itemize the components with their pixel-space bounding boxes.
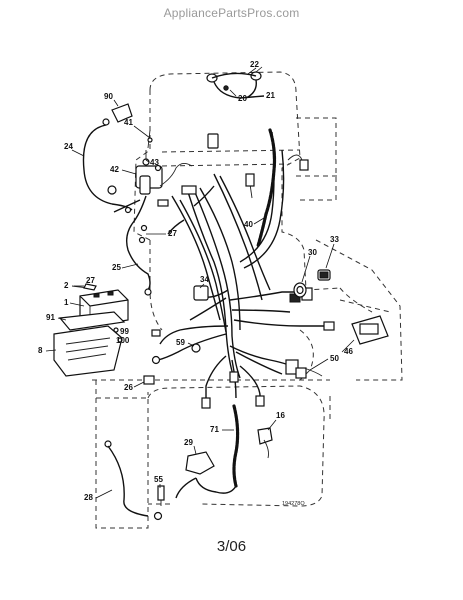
callout-59: 59 xyxy=(176,338,185,347)
callout-55: 55 xyxy=(154,475,163,484)
callout-8: 8 xyxy=(38,346,43,355)
callout-33: 33 xyxy=(330,235,339,244)
headlight-harness xyxy=(206,67,265,99)
callout-2: 2 xyxy=(64,281,69,290)
tractor-outline xyxy=(92,71,403,529)
callout-34: 34 xyxy=(200,275,209,284)
callout-24: 24 xyxy=(64,142,73,151)
callout-50: 50 xyxy=(330,354,339,363)
callout-99: 99 xyxy=(120,327,129,336)
callout-46: 46 xyxy=(344,347,353,356)
callout-20: 20 xyxy=(238,94,247,103)
callout-28: 28 xyxy=(84,493,93,502)
harness-connectors xyxy=(143,133,335,409)
callout-27b: 27 xyxy=(86,276,95,285)
callout-25: 25 xyxy=(112,263,121,272)
lower-components xyxy=(104,404,273,521)
callout-41: 41 xyxy=(124,118,133,127)
page-footer: 3/06 xyxy=(216,538,247,555)
reference-code: 194278O xyxy=(282,501,305,507)
watermark: AppliancePartsPros.com xyxy=(163,6,300,20)
callout-30: 30 xyxy=(308,248,317,257)
callout-1: 1 xyxy=(64,298,69,307)
callout-40: 40 xyxy=(244,220,253,229)
callout-16: 16 xyxy=(276,411,285,420)
leader-lines xyxy=(45,66,355,499)
callout-43: 43 xyxy=(150,158,159,167)
callout-26: 26 xyxy=(124,383,133,392)
right-components xyxy=(293,269,389,377)
main-harness xyxy=(157,131,324,401)
callout-91: 91 xyxy=(46,313,55,322)
callout-29: 29 xyxy=(184,438,193,447)
callout-21: 21 xyxy=(266,91,275,100)
callout-42: 42 xyxy=(110,165,119,174)
coiled-wire xyxy=(256,128,277,248)
callout-71: 71 xyxy=(210,425,219,434)
positive-cable xyxy=(125,195,152,296)
callout-labels: 22 20 21 90 41 43 24 42 40 27 30 33 25 2… xyxy=(38,60,353,507)
battery-assembly xyxy=(53,283,129,377)
callout-90: 90 xyxy=(104,92,113,101)
callout-27: 27 xyxy=(168,229,177,238)
callout-22: 22 xyxy=(250,60,259,69)
battery-cables xyxy=(82,103,141,214)
callout-100: 100 xyxy=(116,336,130,345)
